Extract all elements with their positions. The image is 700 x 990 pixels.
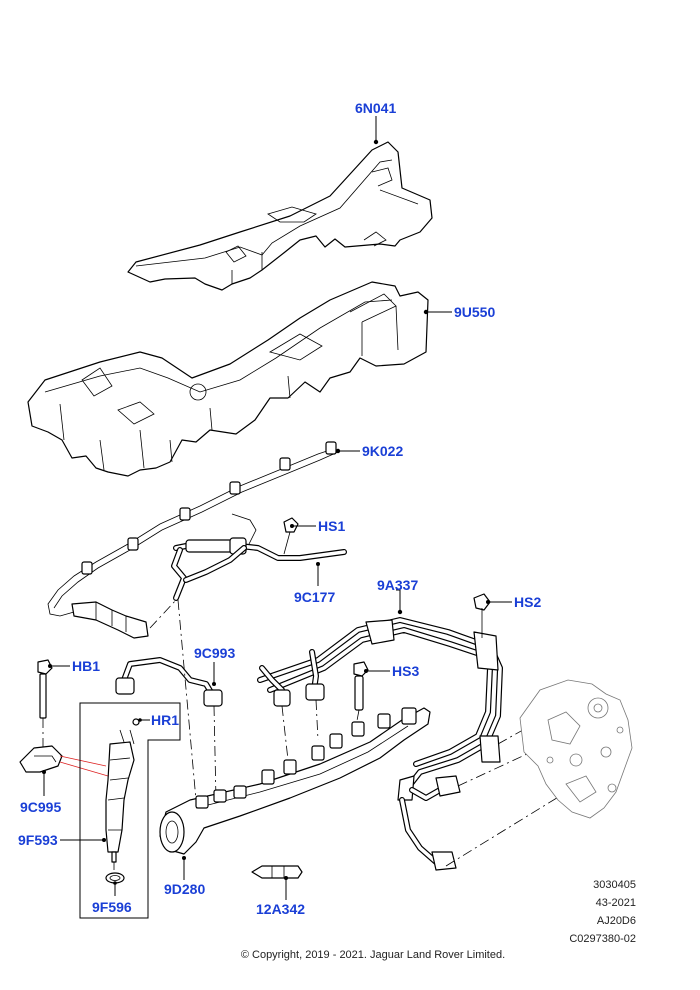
bolt-HR1[interactable]: HR1	[132, 712, 179, 728]
label-9U550: 9U550	[454, 304, 495, 320]
return-hose-9C177[interactable]: 9C177	[171, 537, 347, 605]
fuel-tubes-9A337[interactable]: 9A337	[257, 577, 503, 871]
bolt-HS3[interactable]: HS3	[353, 661, 419, 727]
reference-line-2: 43-2021	[595, 897, 636, 909]
label-9D280: 9D280	[164, 881, 205, 897]
injector-group	[79, 702, 181, 919]
label-9A337: 9A337	[377, 577, 418, 593]
label-HR1: HR1	[151, 712, 179, 728]
label-9F593: 9F593	[18, 832, 58, 848]
injector-9F593[interactable]: 9F593	[18, 729, 135, 870]
label-12A342: 12A342	[256, 901, 305, 917]
fuel-rail-9D280[interactable]: 9D280	[159, 707, 431, 897]
fuel-pipe-9C993[interactable]: 9C993	[115, 645, 325, 707]
label-HS3: HS3	[392, 663, 419, 679]
label-HS2: HS2	[514, 594, 541, 610]
label-HS1: HS1	[318, 518, 345, 534]
harness-9K022[interactable]: 9K022	[47, 441, 403, 639]
engine-cover-6N041[interactable]: 6N041	[127, 100, 433, 291]
label-9F596: 9F596	[92, 899, 132, 915]
fuel-pump	[519, 679, 633, 819]
insulator-9U550[interactable]: 9U550	[27, 281, 495, 477]
copyright-notice: © Copyright, 2019 - 2021. Jaguar Land Ro…	[240, 949, 506, 961]
label-6N041: 6N041	[355, 100, 396, 116]
glow-plug-12A342[interactable]: 12A342	[251, 865, 305, 917]
clamp-9C995[interactable]: 9C995	[19, 745, 63, 815]
reference-line-3: AJ20D6	[596, 915, 636, 927]
bolt-HS2[interactable]: HS2	[473, 593, 541, 642]
reference-line-1: 3030405	[593, 879, 636, 891]
seal-9F596[interactable]: 9F596	[92, 872, 132, 915]
bolt-HS1[interactable]: HS1	[283, 517, 345, 555]
label-9C177: 9C177	[294, 589, 335, 605]
bolt-HB1[interactable]: HB1	[37, 658, 100, 748]
label-9C995: 9C995	[20, 799, 61, 815]
label-9C993: 9C993	[194, 645, 235, 661]
label-9K022: 9K022	[362, 443, 403, 459]
reference-line-4: C0297380-02	[569, 933, 636, 945]
label-HB1: HB1	[72, 658, 100, 674]
